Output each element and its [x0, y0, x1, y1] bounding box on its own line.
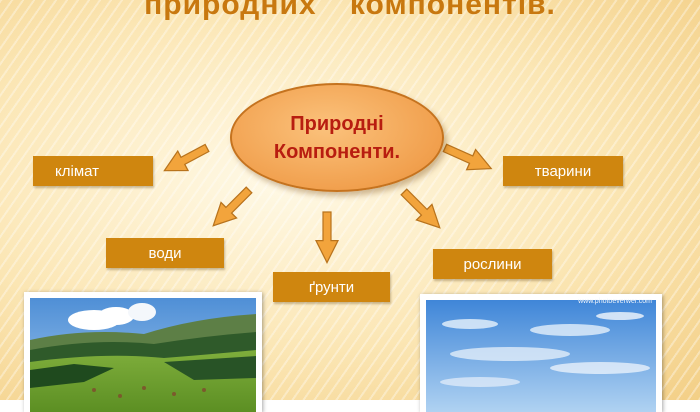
node-gruntu: ґрунти — [273, 272, 390, 302]
center-label: Природні Компоненти. — [273, 112, 401, 163]
arrow-to-vody — [204, 181, 258, 235]
blue-sky-image — [426, 300, 656, 412]
arrow-to-tvaryny — [439, 137, 497, 180]
arrow-to-klimat — [158, 137, 213, 182]
photo-mountain-meadow — [24, 292, 262, 412]
node-vody: води — [106, 238, 224, 268]
photo-watermark: www.photoeverwer.com — [578, 298, 652, 305]
slide-title: природних компонентів. — [144, 0, 556, 21]
mountain-meadow-image — [30, 298, 256, 412]
photo-blue-sky: www.photoeverwer.com — [420, 294, 662, 412]
arrow-to-gruntu — [315, 211, 339, 264]
node-tvaryny: тварини — [503, 156, 623, 186]
node-roslyny: рослини — [433, 249, 552, 279]
arrow-to-roslyny — [395, 183, 449, 237]
center-ellipse: Природні Компоненти. — [230, 83, 444, 192]
node-klimat: клімат — [33, 156, 153, 186]
